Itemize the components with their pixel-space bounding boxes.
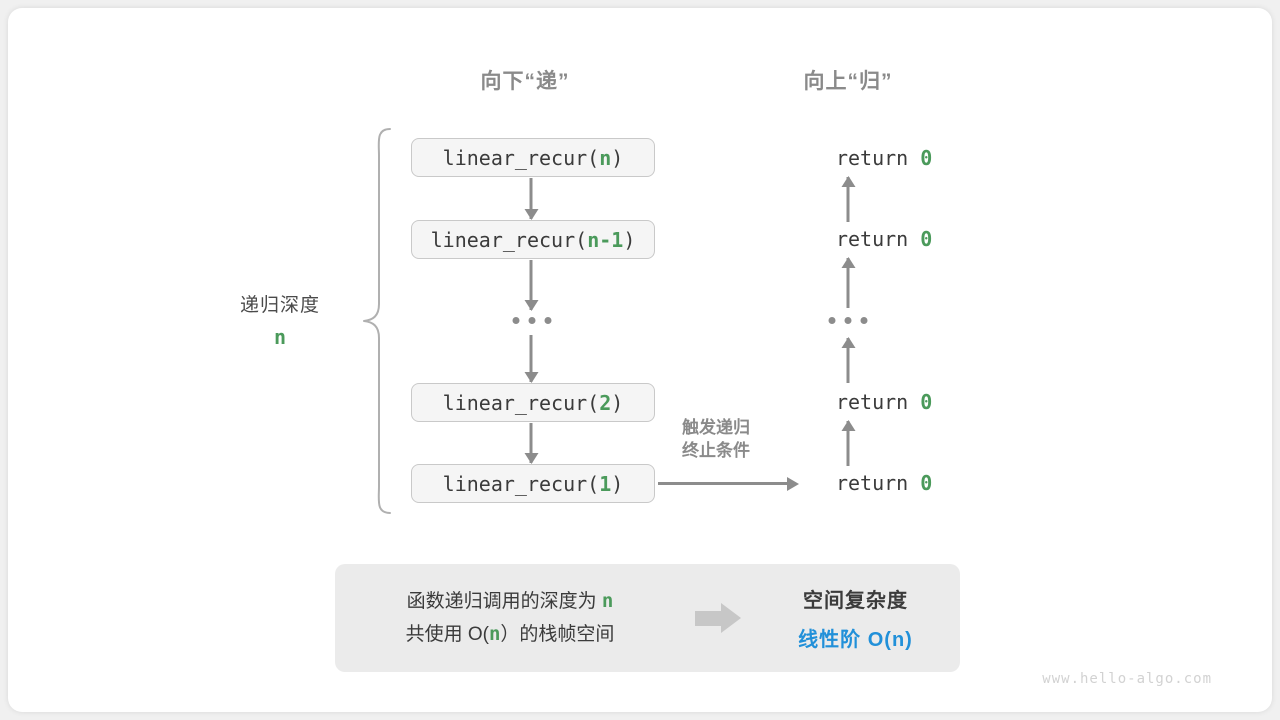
call-box-3-suffix: ) [611, 471, 624, 496]
summary-line-2-tail: ）的栈帧空间 [500, 624, 615, 645]
call-box-3: linear_recur(1) [411, 464, 655, 503]
return-label-0: return 0 [764, 122, 933, 194]
ellipsis-left [512, 317, 552, 324]
call-box-2-suffix: ) [611, 390, 624, 415]
call-box-2-prefix: linear_recur( [442, 390, 600, 415]
trigger-note-line2: 终止条件 [682, 440, 750, 460]
depth-label-value: n [273, 325, 287, 349]
down-arrow-1 [529, 260, 533, 310]
up-arrow-1 [846, 258, 850, 308]
return-value: 0 [920, 390, 933, 414]
watermark: www.hello-algo.com [1042, 671, 1212, 687]
base-case-arrow [658, 482, 788, 485]
heading-return-up: 向上“归” [803, 70, 893, 93]
return-label-2: return 0 [764, 366, 933, 438]
return-text: return [835, 146, 921, 170]
return-text: return [835, 390, 921, 414]
ellipsis-right [828, 317, 868, 324]
return-value: 0 [920, 227, 933, 251]
summary-conclusion-title: 空间复杂度 [803, 590, 908, 612]
return-label-1: return 0 [764, 203, 933, 275]
summary-line-2-text: 共使用 O( [405, 624, 489, 645]
call-box-1: linear_recur(n-1) [411, 220, 655, 259]
call-box-0: linear_recur(n) [411, 138, 655, 177]
dot [828, 317, 836, 324]
summary-line-2: 共使用 O(n）的栈帧空间 [335, 618, 685, 651]
return-label-3: return 0 [764, 447, 933, 519]
up-arrow-2 [846, 338, 850, 383]
complexity-summary-panel: 函数递归调用的深度为 n 共使用 O(n）的栈帧空间 空间复杂度 线性阶 O(n… [335, 564, 960, 672]
trigger-termination-note: 触发递归 终止条件 [682, 417, 750, 463]
dot [544, 317, 552, 324]
heading-recurse-down: 向下“递” [480, 70, 570, 93]
arrow-shaft [695, 611, 721, 626]
arrow-head [721, 603, 741, 633]
summary-line-2-var: n [488, 623, 501, 645]
recursion-depth-label: 递归深度 n [240, 290, 320, 349]
return-text: return [835, 227, 921, 251]
dot [512, 317, 520, 324]
diagram-stage: 向下“递” 向上“归” 递归深度 n linear_recur(n) linea… [8, 8, 1272, 712]
call-box-1-prefix: linear_recur( [430, 227, 588, 252]
down-arrow-2 [529, 335, 533, 382]
call-box-0-suffix: ) [611, 145, 624, 170]
summary-description: 函数递归调用的深度为 n 共使用 O(n）的栈帧空间 [335, 585, 685, 652]
up-arrow-0 [846, 177, 850, 222]
arrow-right-icon [695, 603, 741, 633]
return-value: 0 [920, 146, 933, 170]
return-value: 0 [920, 471, 933, 495]
call-box-2: linear_recur(2) [411, 383, 655, 422]
diagram-card: 向下“递” 向上“归” 递归深度 n linear_recur(n) linea… [8, 8, 1272, 712]
call-box-0-arg: n [599, 145, 612, 170]
summary-line-1: 函数递归调用的深度为 n [335, 585, 685, 618]
dot [860, 317, 868, 324]
call-box-3-prefix: linear_recur( [442, 471, 600, 496]
call-box-0-prefix: linear_recur( [442, 145, 600, 170]
call-box-3-arg: 1 [599, 471, 612, 496]
call-box-1-arg: n-1 [587, 227, 624, 252]
summary-conclusion: 空间复杂度 线性阶 O(n) [751, 584, 960, 652]
down-arrow-0 [529, 178, 533, 219]
down-arrow-3 [529, 423, 533, 463]
up-arrow-3 [846, 421, 850, 466]
depth-label-text: 递归深度 [239, 295, 321, 316]
dot [528, 317, 536, 324]
summary-conclusion-value: 线性阶 O(n) [798, 629, 913, 651]
trigger-note-line1: 触发递归 [682, 418, 750, 437]
call-box-2-arg: 2 [599, 390, 612, 415]
dot [844, 317, 852, 324]
summary-line-1-text: 函数递归调用的深度为 [406, 590, 602, 612]
return-text: return [835, 471, 921, 495]
summary-line-1-var: n [601, 589, 614, 612]
call-box-1-suffix: ) [623, 227, 636, 252]
recursion-depth-brace [363, 128, 391, 514]
